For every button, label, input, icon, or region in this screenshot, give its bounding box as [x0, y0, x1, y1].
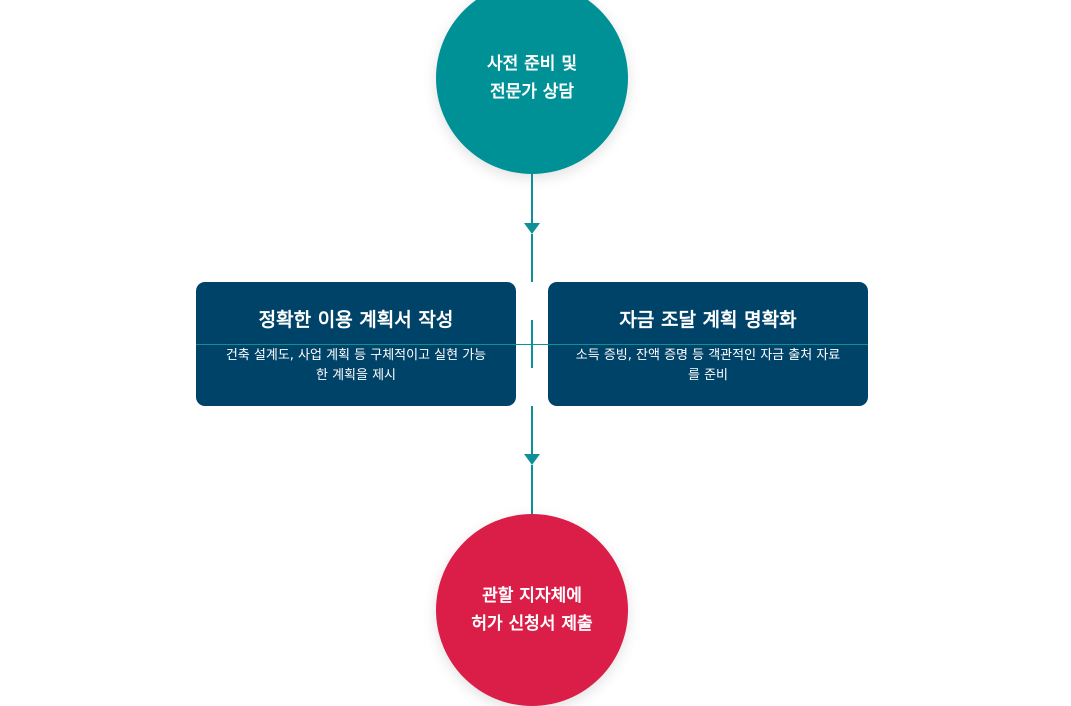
start-node-circle: 사전 준비 및 전문가 상담: [436, 0, 628, 174]
bottom-connector-line: [531, 406, 533, 454]
top-connector-line-lower: [531, 234, 533, 282]
top-connector-arrowhead: [524, 223, 540, 234]
bottom-connector-arrowhead: [524, 454, 540, 465]
top-connector-line: [531, 174, 533, 224]
step-card-plan-description: 건축 설계도, 사업 계획 등 구체적이고 실현 가능한 계획을 제시: [225, 348, 487, 383]
end-node-label-line1: 관할 지자체에: [482, 586, 582, 606]
step-card-funding-description: 소득 증빙, 잔액 증명 등 객관적인 자금 출처 자료를 준비: [575, 348, 841, 383]
middle-connector-line: [531, 320, 533, 368]
bottom-connector-line-lower: [531, 465, 533, 514]
start-node-label-line1: 사전 준비 및: [486, 54, 578, 74]
end-node-circle: 관할 지자체에 허가 신청서 제출: [436, 514, 628, 706]
step-card-plan-title: 정확한 이용 계획서 작성: [258, 309, 454, 331]
start-node-label-line2: 전문가 상담: [489, 82, 575, 102]
step-card-funding-title: 자금 조달 계획 명확화: [619, 309, 797, 331]
end-node-label-line2: 허가 신청서 제출: [471, 614, 593, 634]
